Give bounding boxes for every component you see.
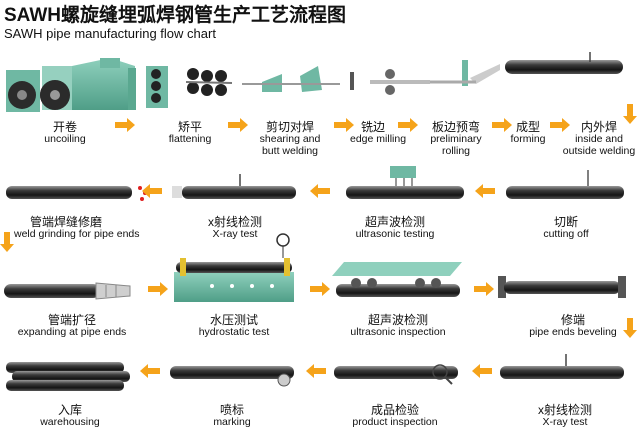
chart-title-chinese: SAWH螺旋缝埋弧焊钢管生产工艺流程图 — [4, 5, 347, 26]
pipe-ultrasonic-testing — [346, 166, 464, 199]
step-label-en: preliminary rolling — [430, 133, 482, 157]
step-label-en: forming — [510, 133, 546, 145]
step-label-cn: 铣边 — [360, 120, 385, 134]
arrow-right — [492, 118, 512, 132]
step-label-en: product inspection — [352, 416, 438, 428]
step-label: x射线检测 X-ray test — [190, 216, 280, 240]
arrow-right — [550, 118, 570, 132]
arrow-left — [306, 364, 326, 378]
arrow-left — [310, 184, 330, 198]
step-label-en: ultrasonic inspection — [350, 326, 446, 338]
step-label-en: inside and outside welding — [562, 133, 636, 157]
step-label-cn: 喷标 — [219, 403, 244, 417]
shearing-rollers — [185, 68, 233, 96]
pipe-cutting-off — [506, 170, 624, 199]
pipe-end-expanding — [4, 282, 131, 300]
arrow-right — [228, 118, 248, 132]
step-label: 切断 cutting off — [526, 216, 606, 240]
product-inspection — [334, 364, 458, 385]
step-label-cn: 管端扩径 — [47, 313, 96, 327]
step-label-cn: 超声波检测 — [364, 215, 425, 229]
step-label: 剪切对焊 shearing and butt welding — [250, 121, 330, 157]
arrow-right — [334, 118, 354, 132]
step-label-cn: 开卷 — [52, 120, 77, 134]
step-label-cn: x射线检测 — [537, 403, 592, 417]
step-label-en: expanding at pipe ends — [17, 326, 127, 338]
pipe-marking — [170, 366, 294, 387]
step-label: 超声波检测 ultrasonic inspection — [336, 314, 460, 338]
step-label-en: edge milling — [350, 133, 407, 145]
step-label-cn: x射线检测 — [207, 215, 262, 229]
step-label-en: X-ray test — [542, 416, 588, 428]
step-label: 开卷 uncoiling — [25, 121, 105, 145]
pipe-weld-grinding — [6, 186, 147, 201]
flattening-machine — [72, 58, 168, 110]
step-label-en: weld grinding for pipe ends — [14, 228, 140, 240]
arrow-left — [475, 184, 495, 198]
step-label: 入库 warehousing — [30, 404, 110, 428]
step-label-en: pipe ends beveling — [529, 326, 617, 338]
step-label: 水压测试 hydrostatic test — [184, 314, 284, 338]
step-label-en: shearing and butt welding — [259, 133, 321, 157]
step-label: 修端 pipe ends beveling — [516, 314, 630, 338]
step-label-en: flattening — [168, 133, 212, 145]
step-label-en: marking — [213, 416, 251, 428]
arrow-right — [115, 118, 135, 132]
chart-title-english: SAWH pipe manufacturing flow chart — [4, 26, 216, 41]
step-label-en: ultrasonic testing — [355, 228, 435, 240]
forming-strip — [430, 64, 500, 84]
step-label: 成型 forming — [508, 121, 548, 145]
spiral-pipe-formed — [505, 52, 623, 74]
step-label: 铣边 edge milling — [350, 120, 407, 145]
pipe-xray-test — [172, 174, 296, 199]
step-label: 成品检验 product inspection — [340, 404, 450, 428]
step-label-en: cutting off — [543, 228, 589, 240]
arrow-right — [310, 282, 330, 296]
warehoused-pipes — [6, 362, 130, 391]
pipe-xray-final — [500, 354, 624, 379]
step-label-cn: 内外焊 — [580, 120, 617, 134]
arrow-right — [398, 118, 418, 132]
step-label-cn: 入库 — [57, 403, 82, 417]
ultrasonic-inspection-line — [332, 262, 462, 297]
step-label-cn: 成型 — [515, 120, 540, 134]
arrow-down — [623, 104, 637, 124]
arrow-right — [148, 282, 168, 296]
flow-arrows — [0, 104, 637, 378]
step-label: 喷标 marking — [192, 404, 272, 428]
arrow-right — [474, 282, 494, 296]
arrow-down — [623, 318, 637, 338]
step-label-cn: 成品检验 — [370, 403, 419, 417]
step-label: 管端扩径 expanding at pipe ends — [4, 314, 140, 338]
step-label-cn: 超声波检测 — [367, 313, 428, 327]
step-label: x射线检测 X-ray test — [520, 404, 610, 428]
preliminary-rolling-unit — [350, 60, 468, 95]
step-label-en: X-ray test — [212, 228, 258, 240]
edge-milling-unit — [242, 66, 340, 92]
step-label-cn: 水压测试 — [209, 313, 258, 327]
step-label-cn: 剪切对焊 — [265, 120, 314, 134]
step-label: 管端焊缝修磨 weld grinding for pipe ends — [14, 216, 164, 240]
uncoiling-machine — [6, 66, 72, 112]
pipe-ends-beveling — [498, 276, 626, 298]
hydrostatic-test-bench — [174, 233, 294, 302]
arrow-left — [142, 184, 162, 198]
step-label: 内外焊 inside and outside welding — [560, 121, 638, 157]
step-label-en: hydrostatic test — [198, 326, 270, 338]
arrow-left — [140, 364, 160, 378]
step-label-cn: 矫平 — [177, 120, 202, 134]
step-label-en: uncoiling — [44, 133, 86, 145]
arrow-down — [0, 232, 14, 252]
step-label: 板边预弯 preliminary rolling — [422, 121, 490, 157]
step-label: 超声波检测 ultrasonic testing — [340, 216, 450, 240]
step-label-en: warehousing — [40, 416, 100, 428]
step-label: 矫平 flattening — [150, 121, 230, 145]
step-label-cn: 修端 — [560, 313, 585, 327]
step-label-cn: 切断 — [553, 215, 578, 229]
step-label-cn: 管端焊缝修磨 — [30, 215, 103, 229]
step-label-cn: 板边预弯 — [431, 120, 480, 134]
arrow-left — [472, 364, 492, 378]
